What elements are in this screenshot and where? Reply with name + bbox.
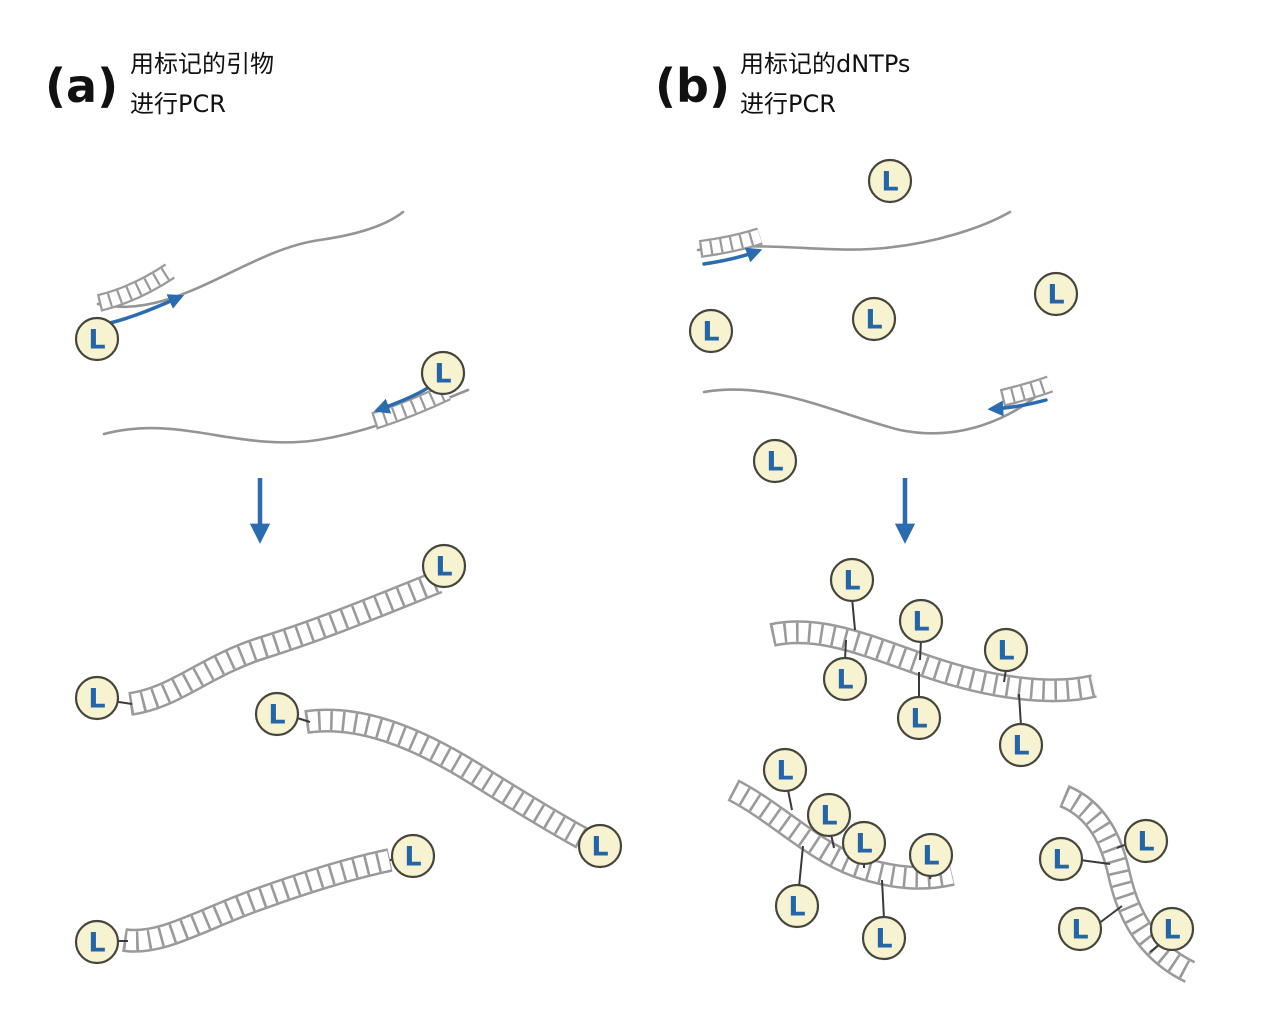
free-dntp-label: [851, 296, 897, 342]
panel-a-caption-line2: 进行PCR: [130, 90, 226, 118]
labeled-primer-band: [99, 271, 170, 303]
product-duplex: [130, 582, 438, 704]
panel-b-caption-line1: 用标记的dNTPs: [740, 50, 910, 78]
template-strand: [96, 210, 405, 309]
label-circle: [74, 919, 120, 965]
panel-b: (b) 用标记的dNTPs 进行PCR: [655, 50, 1193, 972]
primer-band: [700, 236, 760, 249]
product-duplex: [772, 632, 1094, 690]
label-connector: [881, 879, 885, 920]
label-circle: [822, 656, 868, 702]
label-circle: [983, 627, 1029, 673]
label-circle: [420, 350, 466, 396]
label-circle: [829, 557, 875, 603]
free-dntp-label: [867, 158, 913, 204]
free-dntp-label: [752, 438, 798, 484]
label-circle: [774, 883, 820, 929]
label-circle: [254, 691, 300, 737]
label-connector: [851, 597, 856, 631]
panel-a-tag: (a): [45, 59, 118, 113]
label-circle: [577, 823, 623, 869]
panel-b-tag: (b): [655, 59, 730, 113]
label-circle: [1038, 836, 1084, 882]
label-circle: [74, 675, 120, 721]
free-dntp-label: [688, 308, 734, 354]
label-circle: [390, 833, 436, 879]
label-circle: [998, 722, 1044, 768]
label-circle: [1057, 906, 1103, 952]
label-circle: [762, 747, 808, 793]
label-connector: [844, 639, 847, 661]
label-circle: [896, 695, 942, 741]
primer-direction-arrow: [108, 294, 185, 325]
label-circle: [841, 820, 887, 866]
product-duplex: [124, 860, 390, 941]
label-circle: [806, 792, 852, 838]
panel-b-caption-line2: 进行PCR: [740, 90, 836, 118]
label-connector: [1079, 859, 1111, 865]
label-connector: [1097, 905, 1123, 925]
template-strand: [702, 384, 1050, 435]
product-duplex: [306, 721, 582, 838]
label-circle: [421, 543, 467, 589]
label-connector: [787, 789, 793, 811]
panel-a-caption-line1: 用标记的引物: [130, 50, 274, 78]
free-dntp-label: [1033, 271, 1079, 317]
label-circle: [861, 915, 907, 961]
label-circle: [74, 316, 120, 362]
label-circle: [1123, 818, 1169, 864]
label-connector: [919, 639, 922, 661]
label-circle: [1149, 906, 1195, 952]
primer-direction-arrow: [702, 247, 763, 266]
label-connector: [798, 845, 804, 888]
label-circle: [908, 832, 954, 878]
label-circle: [898, 598, 944, 644]
primer-band: [1002, 384, 1050, 398]
panel-a: (a) 用标记的引物 进行PCR: [45, 50, 623, 965]
label-connector: [1018, 693, 1022, 727]
primer-direction-arrow: [987, 398, 1048, 417]
